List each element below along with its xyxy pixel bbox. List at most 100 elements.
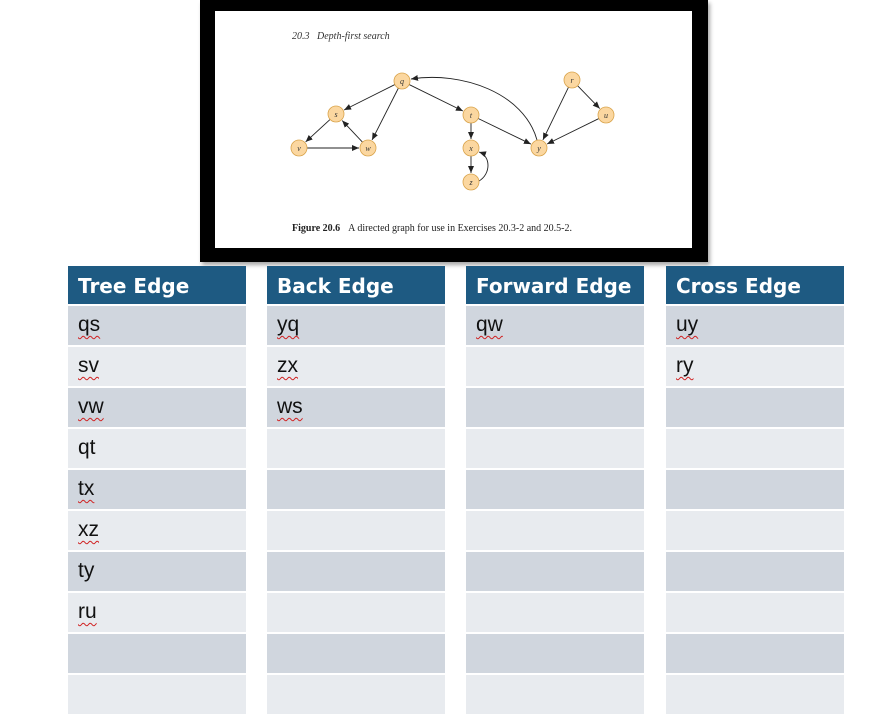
table-cell[interactable]: ry	[666, 345, 844, 386]
table-cell[interactable]	[666, 632, 844, 673]
table-cell[interactable]: qw	[466, 304, 644, 345]
edge-qs	[343, 84, 396, 111]
node-circle	[530, 139, 548, 157]
node-z: z	[462, 173, 480, 191]
cell-text: zx	[277, 354, 298, 377]
table-cell[interactable]	[267, 673, 445, 714]
edge-yq	[410, 74, 538, 141]
node-label: r	[570, 76, 574, 85]
table-cell[interactable]: yq	[267, 304, 445, 345]
table-cell[interactable]	[267, 550, 445, 591]
table-cell[interactable]	[267, 468, 445, 509]
table-cell[interactable]: vw	[68, 386, 246, 427]
table-cell[interactable]: sv	[68, 345, 246, 386]
edge-ru	[577, 85, 601, 109]
node-y: y	[530, 139, 548, 157]
table-cell[interactable]: ty	[68, 550, 246, 591]
table-cell[interactable]	[666, 386, 844, 427]
node-circle	[462, 139, 480, 157]
edge-qw	[371, 87, 399, 141]
cell-text: qt	[78, 436, 96, 459]
table-cell[interactable]	[666, 427, 844, 468]
table-cell[interactable]: qt	[68, 427, 246, 468]
table-cell[interactable]	[466, 550, 644, 591]
table-cell[interactable]: qs	[68, 304, 246, 345]
node-w: w	[359, 139, 377, 157]
table-cell[interactable]: ws	[267, 386, 445, 427]
cell-text: ry	[676, 354, 694, 377]
table-cell[interactable]: ru	[68, 591, 246, 632]
edge-ws	[341, 120, 363, 143]
table-cell[interactable]	[466, 386, 644, 427]
table-cell[interactable]: tx	[68, 468, 246, 509]
table-cell[interactable]	[466, 345, 644, 386]
table-cell[interactable]	[466, 427, 644, 468]
tree-edge-column: Tree Edge qs sv vw qt tx xz ty ru	[68, 266, 246, 714]
cell-text: uy	[676, 313, 699, 336]
table-cell[interactable]	[267, 427, 445, 468]
cell-text: sv	[78, 354, 99, 377]
cell-text: xz	[78, 518, 99, 541]
figure-header: 20.3 Depth-first search	[292, 31, 390, 42]
table-cell[interactable]	[666, 550, 844, 591]
cell-text: qs	[78, 313, 101, 336]
node-circle	[597, 106, 615, 124]
node-t: t	[462, 106, 480, 124]
table-cell[interactable]	[466, 673, 644, 714]
edge-ry	[542, 87, 569, 141]
node-label: t	[470, 111, 473, 120]
table-cell[interactable]	[666, 468, 844, 509]
figure-image: 20.3 Depth-first search q s v w t x z y r u Figur…	[215, 11, 692, 248]
node-u: u	[597, 106, 615, 124]
node-q: q	[393, 72, 411, 90]
figure-frame: 20.3 Depth-first search q s v w t x z y r u Figur…	[200, 0, 708, 262]
edge-qt	[408, 84, 464, 112]
node-r: r	[563, 71, 581, 89]
node-circle	[290, 139, 308, 157]
node-x: x	[462, 139, 480, 157]
node-circle	[462, 173, 480, 191]
cell-text: ty	[78, 559, 95, 582]
figure-caption-text: A directed graph for use in Exercises 20…	[348, 223, 572, 234]
node-circle	[359, 139, 377, 157]
edge-uy	[546, 118, 600, 145]
table-cell[interactable]: zx	[267, 345, 445, 386]
figure-caption: Figure 20.6 A directed graph for use in E…	[292, 223, 572, 234]
table-cell[interactable]	[466, 509, 644, 550]
cell-text: qw	[476, 313, 503, 336]
node-s: s	[327, 105, 345, 123]
node-label: q	[400, 77, 404, 86]
table-cell[interactable]	[666, 591, 844, 632]
table-cell[interactable]	[267, 591, 445, 632]
node-circle	[462, 106, 480, 124]
cell-text: vw	[78, 395, 104, 418]
table-cell[interactable]	[666, 509, 844, 550]
node-label: u	[604, 111, 608, 120]
table-cell[interactable]	[466, 632, 644, 673]
table-cell[interactable]	[466, 591, 644, 632]
node-label: v	[297, 144, 301, 153]
table-cell[interactable]	[466, 468, 644, 509]
figure-caption-label: Figure 20.6	[292, 223, 341, 234]
table-cell[interactable]: xz	[68, 509, 246, 550]
table-cell[interactable]	[68, 632, 246, 673]
cell-text: tx	[78, 477, 95, 500]
node-v: v	[290, 139, 308, 157]
cell-text: ru	[78, 600, 97, 623]
table-cell[interactable]	[68, 673, 246, 714]
node-label: y	[536, 144, 541, 153]
node-circle	[563, 71, 581, 89]
cross-edge-column: Cross Edge uy ry	[666, 266, 844, 714]
column-header: Tree Edge	[68, 266, 246, 304]
table-cell[interactable]: uy	[666, 304, 844, 345]
node-circle	[393, 72, 411, 90]
table-cell[interactable]	[267, 632, 445, 673]
forward-edge-column: Forward Edge qw	[466, 266, 644, 714]
table-cell[interactable]	[666, 673, 844, 714]
node-label: x	[468, 144, 473, 153]
table-cell[interactable]	[267, 509, 445, 550]
node-circle	[327, 105, 345, 123]
column-header: Cross Edge	[666, 266, 844, 304]
edge-ty	[478, 118, 532, 145]
